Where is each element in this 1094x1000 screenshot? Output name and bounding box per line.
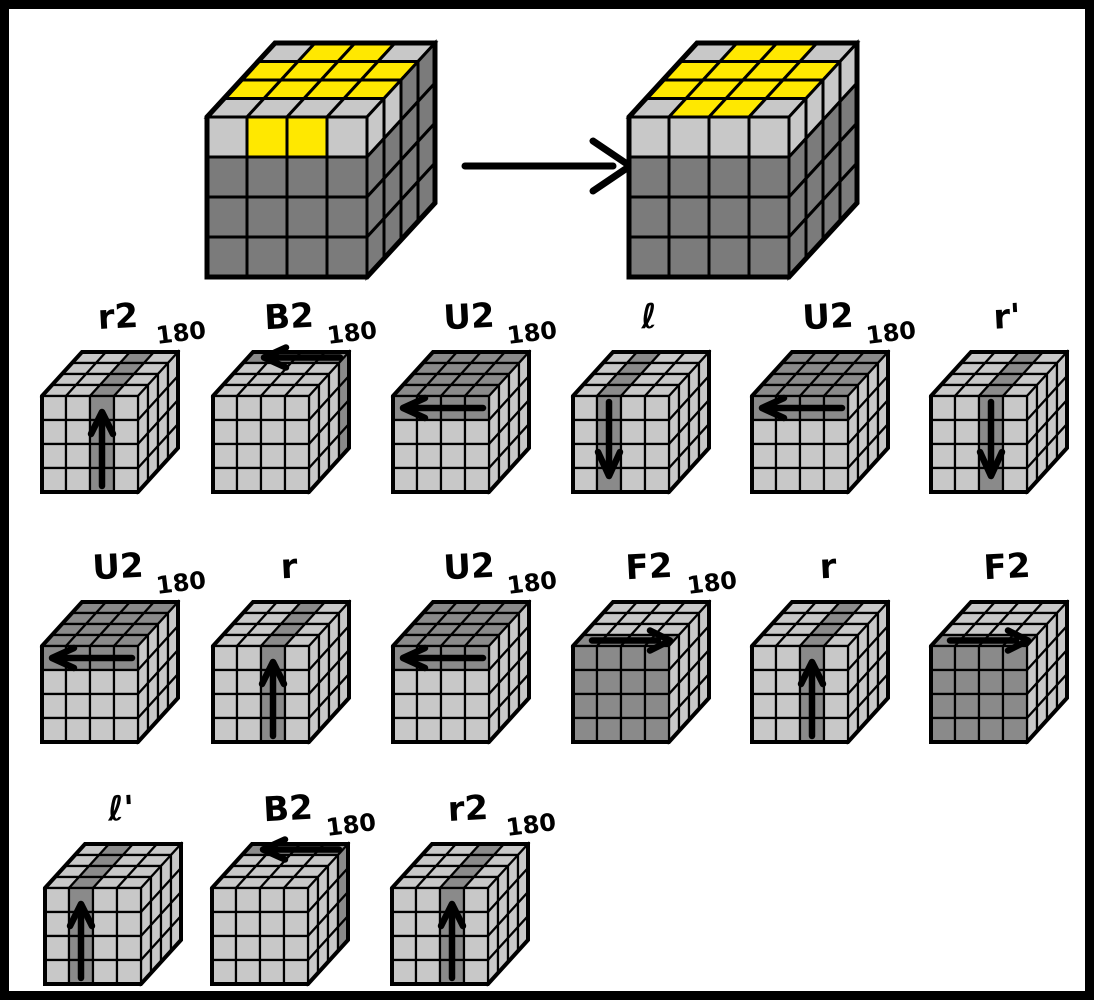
move-label: r — [818, 546, 838, 588]
step-cube-svg — [570, 599, 712, 745]
step-cube-svg — [389, 841, 531, 987]
step-cube-svg — [209, 836, 351, 987]
step-cube-svg — [570, 349, 712, 495]
move-label: ℓ' — [106, 788, 136, 830]
step-cube-svg — [390, 349, 532, 495]
move-label: r' — [992, 296, 1022, 338]
step-cube-svg — [749, 349, 891, 495]
step-cube-svg — [928, 349, 1070, 495]
step-cube-svg — [749, 599, 891, 745]
move-label: F2 — [982, 545, 1032, 589]
move-label: r — [279, 546, 299, 588]
move-label: ℓ — [639, 296, 659, 338]
step-cube-svg — [210, 344, 352, 495]
cube-before — [203, 39, 439, 281]
transform-arrow-icon — [461, 137, 634, 195]
cube-after — [625, 39, 861, 281]
algorithm-step-8: r — [209, 547, 359, 757]
step-cube-svg — [210, 599, 352, 745]
transform-diagram — [203, 39, 861, 281]
algorithm-step-13: ℓ' — [41, 788, 191, 991]
step-cube-svg — [42, 841, 184, 987]
step-cube-svg — [39, 599, 181, 745]
algorithm-step-4: ℓ — [569, 297, 719, 507]
algorithm-step-12: F2 — [927, 545, 1077, 757]
step-cube-svg — [390, 599, 532, 745]
algorithm-step-6: r' — [927, 296, 1077, 507]
algorithm-step-11: r — [748, 547, 898, 757]
step-cube-svg — [39, 349, 181, 495]
step-cube-svg — [928, 599, 1070, 745]
